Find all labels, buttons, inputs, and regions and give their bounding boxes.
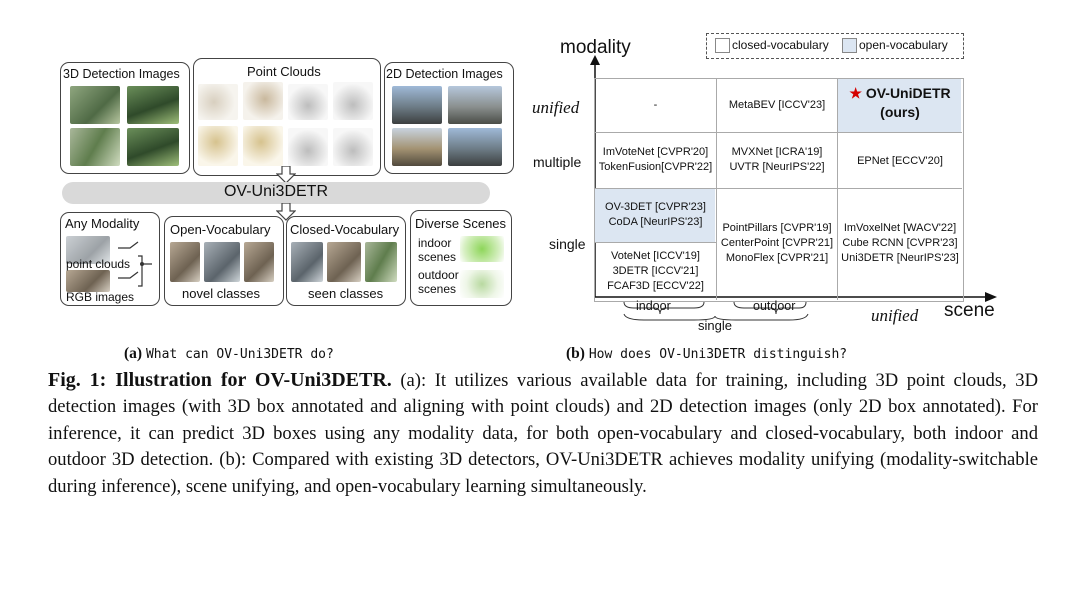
x-tick-indoor: indoor [636,299,671,313]
caption-text: (a): It utilizes various available data … [48,370,1038,497]
cell-multiple-outdoor: MVXNet [ICRA'19] UVTR [NeurIPS'22] [729,146,825,173]
grid [594,78,964,302]
outdoor-scene-image [460,270,504,298]
cell-multiple-unified: EPNet [ECCV'20] [857,155,943,167]
x-axis-label: scene [944,300,995,321]
x-tick-single: single [698,318,732,333]
diverse-scenes-title: Diverse Scenes [415,216,507,231]
detection2d-image [448,86,502,124]
cell-unified-outdoor: MetaBEV [ICCV'23] [728,99,826,111]
caption-title: Fig. 1: Illustration for OV-Uni3DETR. [48,369,392,391]
switch-icon [118,241,152,287]
point-cloud-image [198,84,238,120]
row-label-multiple: multiple [533,154,582,170]
legend-open-label: open-vocabulary [859,38,948,52]
any-modality-image [66,270,110,292]
indoor-scenes-label: indoor scenes [418,236,457,264]
point-clouds-label: point clouds [66,257,131,271]
cell-unified-indoor: - [653,99,658,111]
down-arrow-icon [276,203,296,221]
grid-line [837,78,838,300]
outdoor-scenes-label: outdoor scenes [418,268,459,296]
detection2d-image [448,128,502,166]
star-icon: ★ [849,85,862,101]
cell-single-unified: ImVoxelNet [WACV'22] Cube RCNN [CVPR'23]… [841,222,959,264]
any-modality-title: Any Modality [65,216,140,231]
detection3d-image [70,86,120,124]
detection3d-image [127,128,179,166]
closed-vocab-image [365,242,397,282]
cell-single-indoor-closed: VoteNet [ICCV'19] 3DETR [ICCV'21] FCAF3D… [607,250,704,292]
x-braces [623,301,809,321]
detection2d-image [392,86,442,124]
grid-line [716,78,717,300]
legend-closed-label: closed-vocabulary [732,38,829,52]
open-vocab-image [170,242,200,282]
legend-open-swatch [842,38,857,53]
cell-multiple-indoor: ImVoteNet [CVPR'20] TokenFusion[CVPR'22] [598,146,713,173]
detection2d-image [392,128,442,166]
open-vocab-image [244,242,274,282]
closed-vocab-image [327,242,361,282]
closed-vocab-image [291,242,323,282]
point-cloud-image [288,128,328,166]
row-label-single: single [549,236,586,252]
ov-uni3detr-banner [62,182,490,204]
x-tick-unified: unified [871,306,919,325]
detection2d-title: 2D Detection Images [386,67,503,81]
point-clouds-title: Point Clouds [247,64,321,79]
axes [590,55,997,302]
closed-vocab-title: Closed-Vocabulary [290,222,400,237]
detection3d-title: 3D Detection Images [63,67,180,81]
rgb-images-label: RGB images [66,290,135,304]
open-vocab-cell-fill [595,189,715,242]
figure-caption: Fig. 1: Illustration for OV-Uni3DETR. (a… [48,367,1038,500]
open-vocab-title: Open-Vocabulary [170,222,271,237]
indoor-scene-image [460,236,504,262]
banner-title: OV-Uni3DETR [223,183,329,200]
x-tick-outdoor: outdoor [753,299,796,313]
grid-line [594,242,716,243]
detection3d-image [127,86,179,124]
open-vocab-image [204,242,240,282]
grid-line [594,132,962,133]
grid-line [594,188,962,189]
detection3d-image [70,128,120,166]
cell-single-outdoor: PointPillars [CVPR'19] CenterPoint [CVPR… [720,222,834,264]
row-label-unified: unified [532,98,580,117]
subcaption-b: (b) How does OV-Uni3DETR distinguish? [566,345,848,362]
legend [706,33,964,59]
point-cloud-image [243,82,283,120]
point-cloud-image [198,126,238,166]
point-cloud-image [288,84,328,120]
point-cloud-image [333,82,373,120]
open-vocab-cell-fill [837,79,961,132]
point-cloud-image [243,126,283,166]
cell-single-indoor-open: OV-3DET [CVPR'23] CoDA [NeurIPS'23] [605,201,706,228]
any-modality-image [66,236,110,264]
novel-classes-label: novel classes [182,286,261,301]
cell-unified-unified: ★ OV-UniDETR (ours) [849,85,951,120]
seen-classes-label: seen classes [308,286,384,301]
y-axis-label: modality [560,37,631,58]
subcaption-a: (a) What can OV-Uni3DETR do? [124,345,334,362]
down-arrow-icon [276,166,296,184]
legend-closed-swatch [715,38,730,53]
point-cloud-image [333,128,373,166]
